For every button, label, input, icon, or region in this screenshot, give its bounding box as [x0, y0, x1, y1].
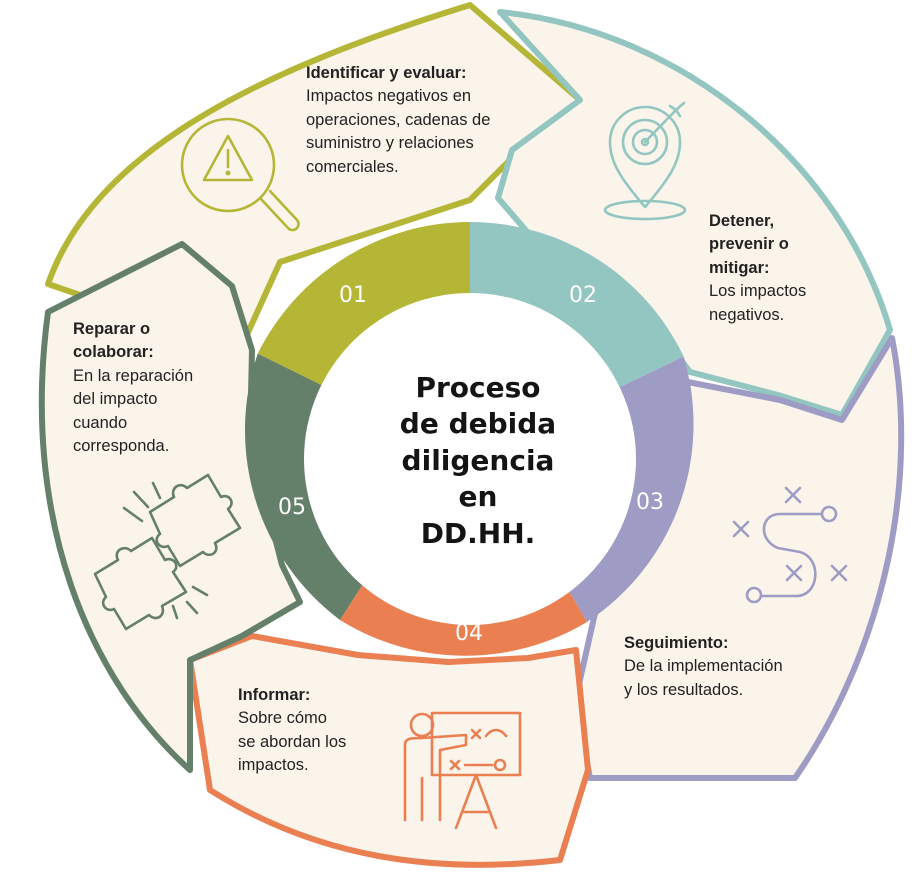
- step-1-line: comerciales.: [306, 157, 399, 176]
- center-title-line: diligencia en: [401, 443, 555, 514]
- step-5-line: del impacto: [73, 390, 158, 409]
- center-disc: [304, 293, 636, 625]
- step-number-3: 03: [636, 490, 664, 515]
- step-2-title: prevenir o: [709, 235, 789, 254]
- step-4-title: Informar:: [238, 686, 311, 704]
- center-title-line: Proceso: [415, 371, 541, 404]
- step-2-title: Detener,: [709, 212, 775, 230]
- target-location-icon: [603, 101, 687, 221]
- presentation-board-icon: [403, 711, 522, 830]
- step-number-5: 05: [278, 495, 306, 520]
- step-4-line: Sobre cómo: [238, 709, 327, 728]
- step-1-title: Identificar y evaluar:: [306, 64, 467, 82]
- step-3-title: Seguimiento:: [624, 634, 729, 652]
- step-5-line: cuando: [73, 413, 128, 432]
- step-number-4: 04: [455, 621, 483, 646]
- step-2-line: Los impactos: [709, 282, 807, 301]
- step-5-title: colaborar:: [73, 343, 154, 362]
- step-number-2: 02: [569, 283, 597, 308]
- center-title-line: de debida: [399, 407, 557, 441]
- warning-magnifier-icon: [180, 117, 300, 232]
- step-5-title: Reparar o: [73, 320, 151, 338]
- step-1-line: Impactos negativos en: [306, 87, 472, 106]
- step-1-text: Identificar y evaluar: Impactos negativo…: [306, 62, 490, 179]
- step-2-line: negativos.: [709, 305, 785, 324]
- puzzle-pieces-icon: [93, 473, 242, 631]
- center-title: Proceso de debida diligencia en DD.HH.: [378, 370, 578, 552]
- step-4-text: Informar: Sobre cómo se abordan los impa…: [238, 684, 346, 778]
- step-3-line: y los resultados.: [624, 680, 744, 699]
- route-path-icon: [732, 486, 848, 604]
- step-number-1: 01: [339, 283, 367, 308]
- ring-segment-1: [257, 222, 470, 386]
- step-1-line: operaciones, cadenas de: [306, 110, 491, 129]
- step-3-text: Seguimiento: De la implementación y los …: [624, 632, 783, 702]
- step-5-line: En la reparación: [73, 366, 194, 385]
- step-5-text: Reparar o colaborar: En la reparación de…: [73, 318, 193, 459]
- step-2-text: Detener, prevenir o mitigar: Los impacto…: [709, 210, 806, 327]
- step-2-title: mitigar:: [709, 258, 770, 277]
- step-3-line: De la implementación: [624, 657, 783, 676]
- step-1-line: suministro y relaciones: [306, 134, 474, 153]
- step-4-line: impactos.: [238, 756, 309, 775]
- center-title-line: DD.HH.: [420, 516, 536, 550]
- ring-segment-2: [470, 222, 684, 389]
- step-5-line: corresponda.: [73, 437, 170, 456]
- panel-step-5: [38, 241, 303, 773]
- step-4-line: se abordan los: [238, 732, 347, 751]
